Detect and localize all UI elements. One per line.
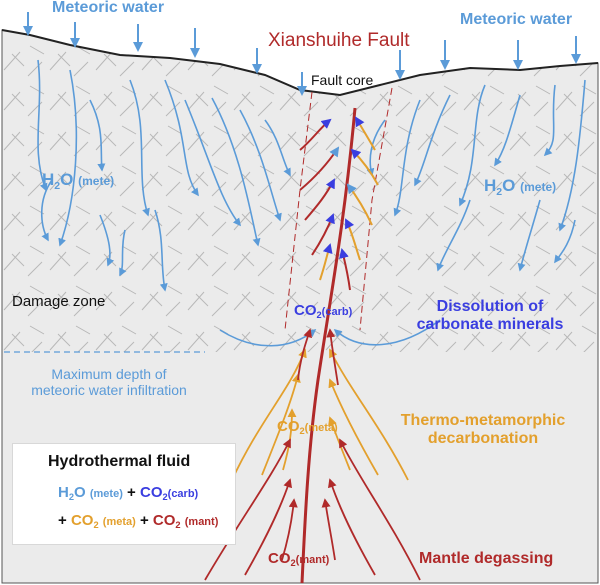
mixed-arrow	[299, 118, 332, 151]
meteoric-arrow	[37, 59, 48, 192]
fault-line	[300, 107, 357, 584]
h2o-mete-left-label: H2O (mete)	[42, 170, 115, 192]
mixed-arrow	[354, 116, 376, 151]
meteoric-arrow	[517, 199, 541, 272]
co2-carb-label: CO2(carb)	[294, 302, 353, 321]
damage-zone-label: Damage zone	[12, 293, 106, 310]
mixed-arrow	[346, 183, 373, 226]
meteoric-arrow	[458, 84, 486, 207]
mixed-arrow	[345, 218, 361, 261]
meta-arrow	[329, 348, 409, 481]
fault-title: Xianshuihe Fault	[268, 30, 410, 51]
mixed-arrow	[304, 178, 335, 221]
mantle-arrow	[328, 478, 376, 576]
max-depth-label: Maximum depth of meteoric water infiltra…	[31, 366, 187, 399]
meteoric-arrow	[393, 99, 421, 217]
meta-arrow	[261, 373, 301, 476]
h2o-mete-right-label: H2O (mete)	[484, 176, 557, 198]
mantle-arrow	[204, 438, 291, 581]
meta-arrow	[328, 378, 379, 476]
fault-core-left-boundary	[284, 91, 313, 331]
legend-title: Hydrothermal fluid	[48, 453, 191, 470]
meteoric-arrow	[543, 84, 556, 157]
legend-line-2: + CO2 (meta) + CO2 (mant)	[58, 512, 219, 531]
legend-line-1: H2O (mete) + CO2(carb)	[58, 484, 199, 503]
fault-core-right-boundary	[359, 87, 393, 331]
mantle-arrow	[244, 478, 292, 576]
meteoric-arrow	[554, 219, 576, 264]
meteoric-arrow	[264, 119, 291, 177]
mantle-degassing-label: Mantle degassing	[419, 550, 554, 567]
meteoric-arrow	[558, 79, 586, 232]
meteoric-arrow	[184, 99, 241, 227]
mixed-arrow	[311, 213, 335, 256]
mantle-arrow	[326, 328, 339, 386]
mantle-arrow	[321, 498, 336, 561]
mantle-arrow	[281, 498, 298, 561]
meteoric-arrow	[366, 119, 386, 177]
co2-mant-label: CO2(mant)	[268, 550, 330, 569]
meteoric-arrow	[414, 94, 451, 187]
co2-meta-label: CO2(meta)	[277, 418, 338, 437]
meteoric-arrow	[494, 94, 521, 167]
meteoric-water-right-label: Meteoric water	[460, 11, 573, 28]
mantle-co2-arrows	[204, 328, 421, 581]
meteoric-arrow	[239, 109, 282, 222]
meteoric-arrow	[58, 69, 78, 247]
fault-core-label: Fault core	[311, 72, 374, 88]
mantle-arrow	[297, 328, 312, 381]
thermo-metamorphic-label: Thermo-metamorphic decarbonation	[400, 412, 566, 448]
meteoric-arrow	[436, 199, 471, 272]
mixed-fluid-arrows	[299, 116, 379, 291]
meteoric-arrow	[129, 79, 150, 217]
mixed-arrow	[350, 148, 379, 186]
legend-box	[12, 443, 236, 545]
mixed-arrow	[319, 243, 333, 281]
mantle-arrow	[339, 438, 421, 581]
meteoric-arrow	[99, 214, 115, 267]
mixed-arrow	[339, 248, 351, 291]
meta-arrow	[231, 348, 307, 481]
dissolution-label: Dissolution of carbonate minerals	[416, 298, 564, 334]
meteoric-arrow	[89, 99, 106, 172]
mixed-arrow	[299, 146, 340, 191]
surface-inflow-arrows	[23, 12, 581, 96]
meteoric-arrow	[154, 209, 168, 292]
meteoric-arrow	[333, 319, 441, 346]
meteoric-arrow	[211, 97, 261, 247]
meteoric-flow-arrows	[37, 59, 586, 347]
meteoric-arrow	[164, 79, 199, 197]
meteoric-water-left-label: Meteoric water	[52, 0, 165, 16]
meta-arrow	[282, 408, 297, 471]
meteoric-arrow	[119, 229, 127, 277]
meteoric-arrow	[40, 179, 53, 242]
